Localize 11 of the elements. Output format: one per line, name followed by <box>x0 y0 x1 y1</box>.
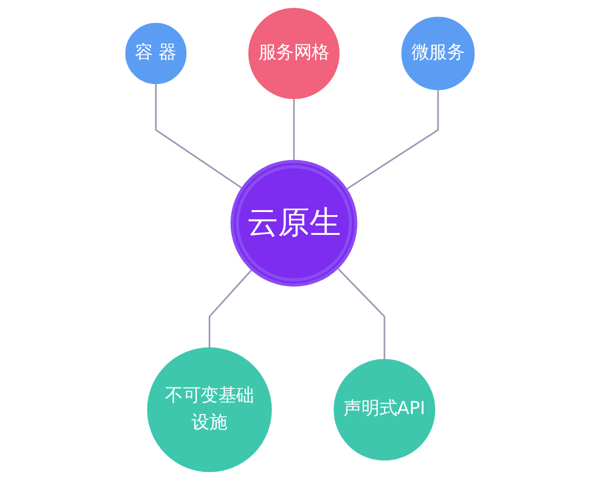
node-circle: 不可变基础设施 <box>147 347 272 472</box>
node-circle: 声明式API <box>334 359 436 461</box>
connector <box>336 267 386 360</box>
connector <box>345 90 439 190</box>
connector <box>155 84 244 190</box>
node-circle: 服务网格 <box>248 8 340 100</box>
node-circle: 微服务 <box>401 16 475 90</box>
node-circle: 云原生 <box>230 160 358 287</box>
connector <box>208 268 253 348</box>
connector <box>293 98 295 162</box>
node-circle: 容 器 <box>125 22 186 84</box>
